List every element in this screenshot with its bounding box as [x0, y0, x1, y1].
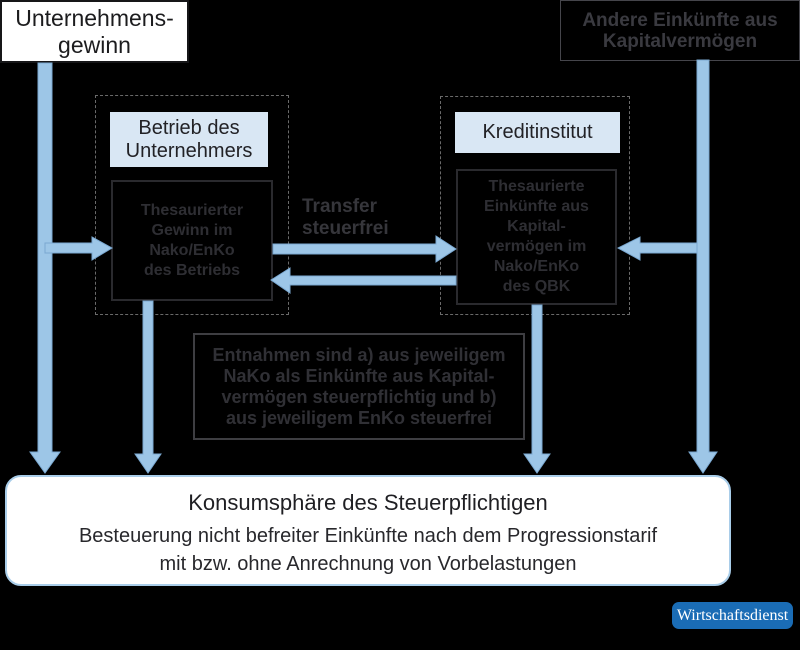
wirtschaftsdienst-badge: Wirtschaftsdienst [672, 602, 793, 629]
label-betrieb-text: Betrieb des Unternehmers [125, 116, 253, 162]
arrow-andere-to-konsum [688, 59, 718, 474]
arrow-branch-into-kreditinstitut [616, 236, 704, 261]
konsumsphaere-subtitle: Besteuerung nicht befreiter Einkünfte na… [78, 525, 658, 575]
arrow-transfer-left [270, 267, 457, 294]
group-betrieb-container [95, 95, 289, 315]
box-thesaurierte-einkuenfte-text: Thesaurierte Einkünfte aus Kapital- verm… [484, 178, 589, 295]
box-konsumsphaere: Konsumsphäre des Steuerpflichtigen Beste… [5, 475, 731, 586]
box-andere-einkuenfte: Andere Einkünfte aus Kapitalvermögen [560, 0, 800, 61]
box-entnahmen-note: Entnahmen sind a) aus jeweiligem NaKo al… [193, 333, 525, 440]
box-thesaurierte-einkuenfte: Thesaurierte Einkünfte aus Kapital- verm… [456, 169, 617, 305]
box-thesaurierter-gewinn-text: Thesaurierter Gewinn im Nako/EnKo des Be… [140, 201, 244, 279]
label-transfer-steuerfrei: Transfer steuerfrei [302, 196, 389, 239]
box-unternehmensgewinn-label: Unternehmens- gewinn [15, 4, 174, 58]
box-unternehmensgewinn: Unternehmens- gewinn [0, 0, 189, 63]
box-entnahmen-note-text: Entnahmen sind a) aus jeweiligem NaKo al… [212, 344, 506, 428]
label-kreditinstitut: Kreditinstitut [455, 112, 620, 153]
label-kreditinstitut-text: Kreditinstitut [482, 121, 593, 143]
arrow-kreditinstitut-to-konsum [523, 304, 551, 474]
label-betrieb-des-unternehmers: Betrieb des Unternehmers [110, 112, 268, 167]
arrow-betrieb-to-konsum [134, 300, 162, 474]
konsumsphaere-title: Konsumsphäre des Steuerpflichtigen [188, 490, 548, 515]
box-thesaurierter-gewinn: Thesaurierter Gewinn im Nako/EnKo des Be… [111, 180, 273, 301]
arrow-unternehmensgewinn-to-konsum [29, 62, 61, 474]
box-andere-einkuenfte-label: Andere Einkünfte aus Kapitalvermögen [582, 9, 778, 52]
wirtschaftsdienst-badge-label: Wirtschaftsdienst [676, 606, 789, 624]
